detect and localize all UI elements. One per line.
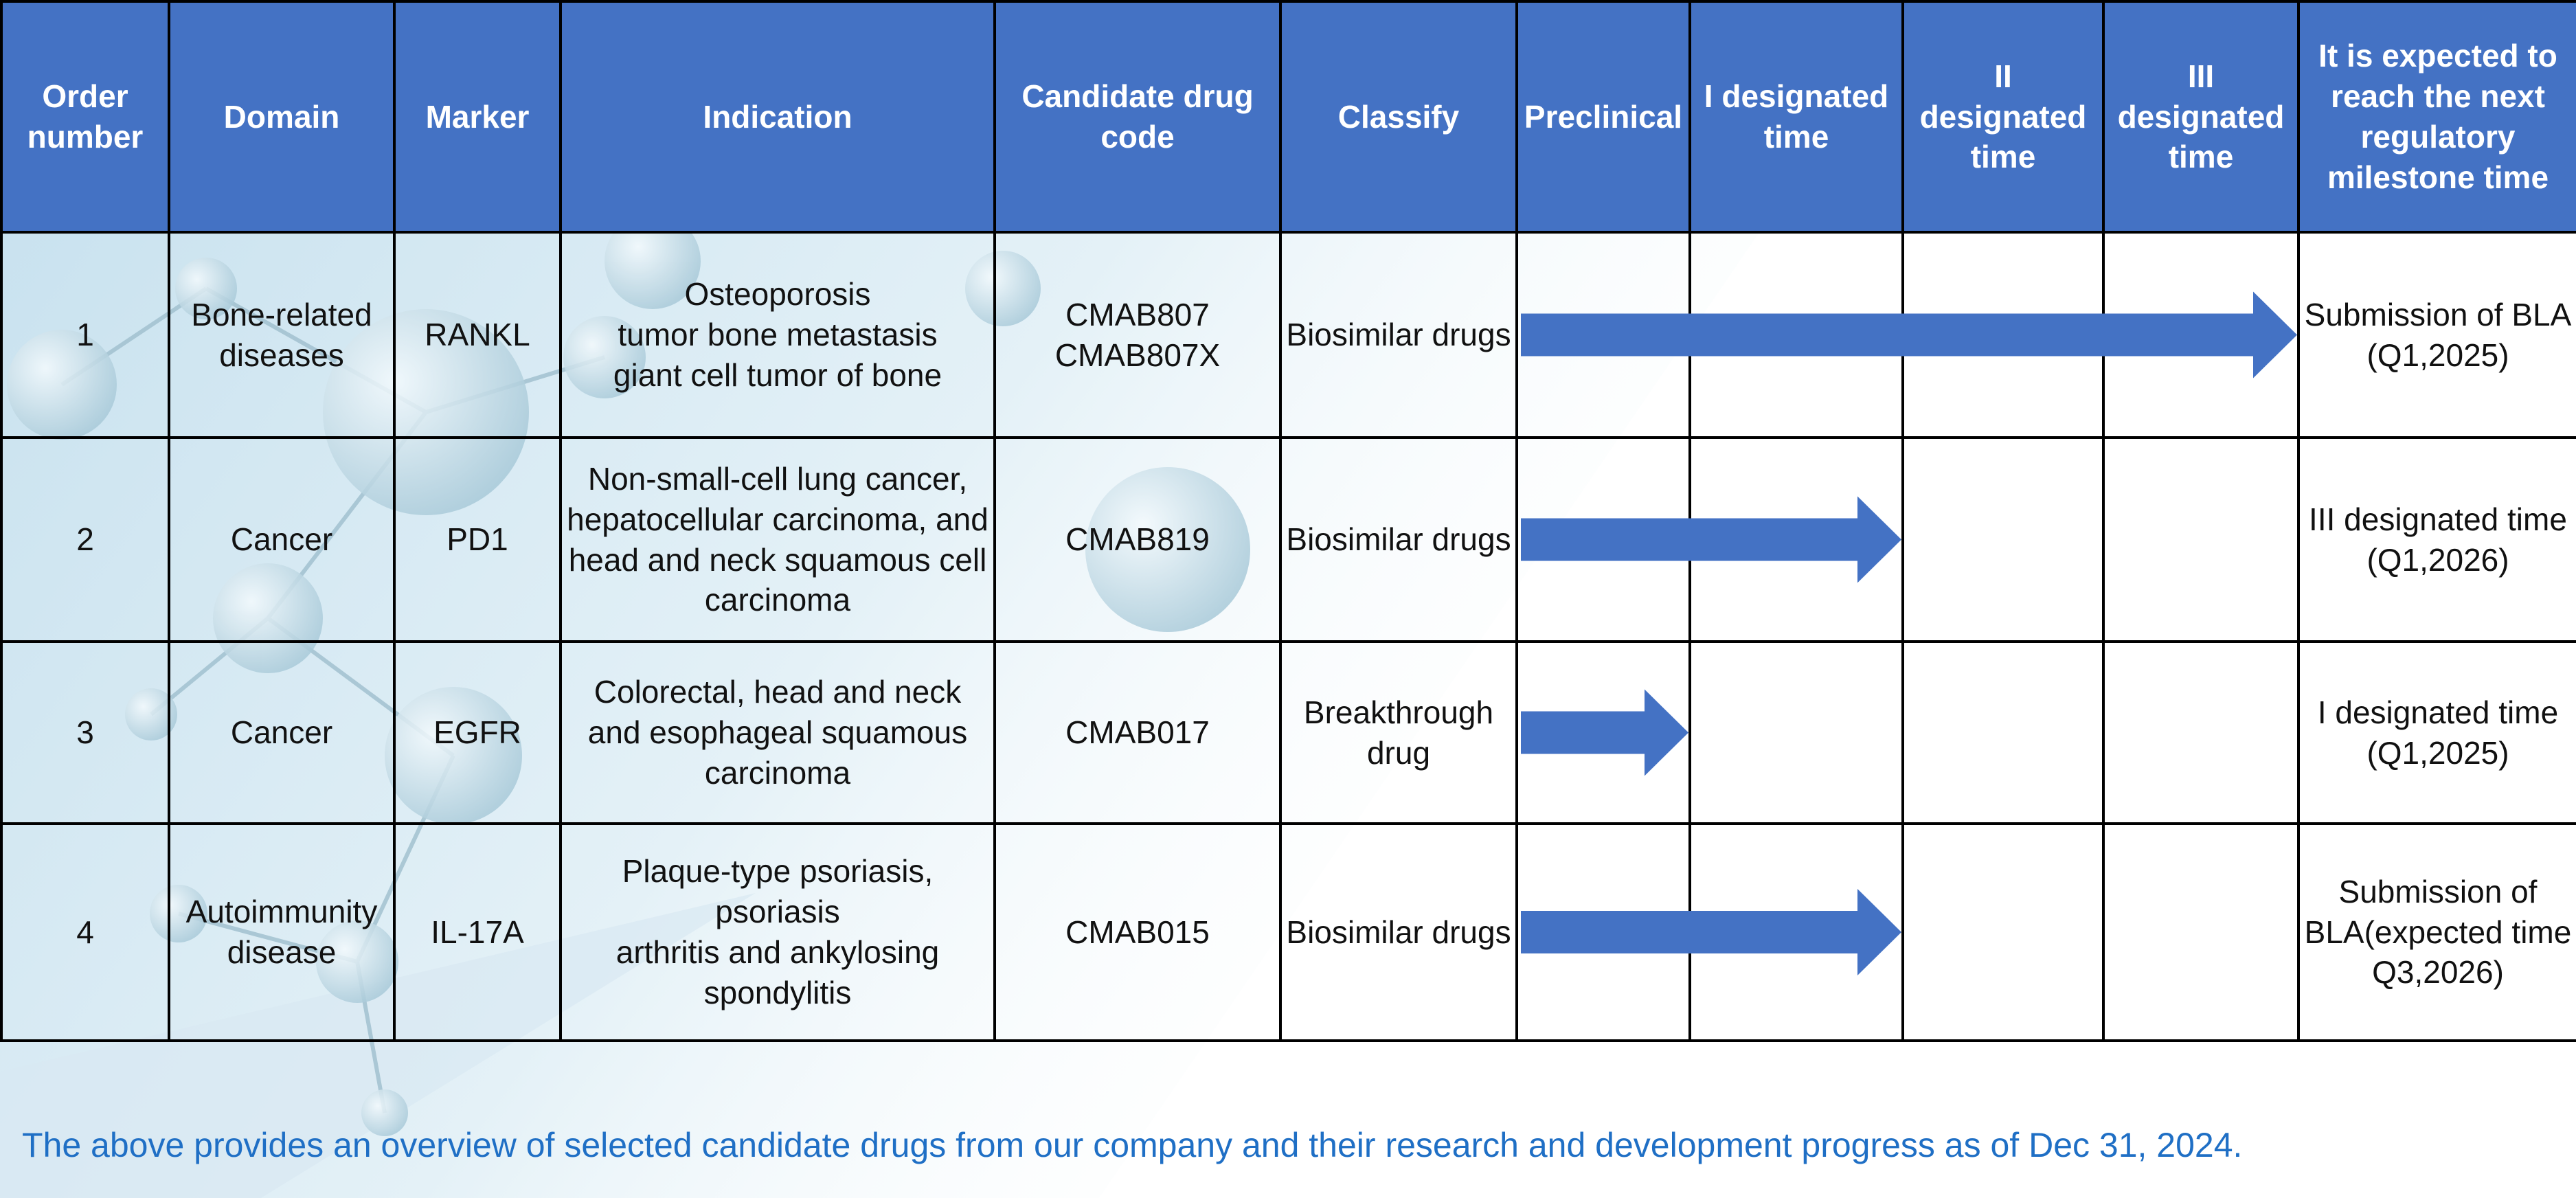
header-row: Order number Domain Marker Indication Ca… [0,0,2576,234]
drug-code: CMAB017 [993,640,1282,825]
classify: Biosimilar drugs [1279,822,1518,1042]
table-row: 3 Cancer EGFR Colorectal, head and neck … [0,640,2576,825]
progress-phase-iii [2102,640,2300,825]
indication: Plaque-type psoriasis, psoriasis arthrit… [559,822,996,1042]
header-order-number: Order number [0,0,170,234]
progress-arrow-row-3 [1521,689,1688,776]
progress-arrow-row-1 [1521,291,2297,378]
progress-phase-i [1688,640,1904,825]
pipeline-table: Order number Domain Marker Indication Ca… [0,0,2576,1042]
indication: Osteoporosis tumor bone metastasis giant… [559,231,996,439]
order-number: 2 [0,436,170,643]
marker: IL-17A [393,822,562,1042]
progress-phase-iii [2102,436,2300,643]
progress-arrow-row-2 [1521,496,1901,583]
drug-code: CMAB015 [993,822,1282,1042]
progress-phase-ii [1901,436,2105,643]
footnote: The above provides an overview of select… [22,1126,2243,1164]
progress-phase-iii [2102,822,2300,1042]
classify: Biosimilar drugs [1279,436,1518,643]
marker: EGFR [393,640,562,825]
classify: Breakthrough drug [1279,640,1518,825]
marker: PD1 [393,436,562,643]
marker: RANKL [393,231,562,439]
domain: Cancer [168,640,396,825]
progress-arrow-row-4 [1521,889,1901,975]
header-phase-ii: II designated time [1901,0,2105,234]
next-milestone: I designated time (Q1,2025) [2297,640,2576,825]
classify: Biosimilar drugs [1279,231,1518,439]
table-row: 2 Cancer PD1 Non-small-cell lung cancer,… [0,436,2576,643]
indication: Colorectal, head and neck and esophageal… [559,640,996,825]
header-domain: Domain [168,0,396,234]
progress-phase-ii [1901,640,2105,825]
domain: Bone-related diseases [168,231,396,439]
next-milestone: Submission of BLA (Q1,2025) [2297,231,2576,439]
table-row: 1 Bone-related diseases RANKL Osteoporos… [0,231,2576,439]
drug-code: CMAB807 CMAB807X [993,231,1282,439]
header-marker: Marker [393,0,562,234]
header-next-milestone: It is expected to reach the next regulat… [2297,0,2576,234]
domain: Autoimmunity disease [168,822,396,1042]
next-milestone: Submission of BLA(expected time Q3,2026) [2297,822,2576,1042]
drug-code: CMAB819 [993,436,1282,643]
header-candidate-drug-code: Candidate drug code [993,0,1282,234]
header-preclinical: Preclinical [1515,0,1691,234]
order-number: 4 [0,822,170,1042]
domain: Cancer [168,436,396,643]
header-phase-iii: III designated time [2102,0,2300,234]
header-phase-i: I designated time [1688,0,1904,234]
order-number: 3 [0,640,170,825]
indication: Non-small-cell lung cancer, hepatocellul… [559,436,996,643]
header-classify: Classify [1279,0,1518,234]
header-indication: Indication [559,0,996,234]
order-number: 1 [0,231,170,439]
progress-phase-ii [1901,822,2105,1042]
next-milestone: III designated time (Q1,2026) [2297,436,2576,643]
